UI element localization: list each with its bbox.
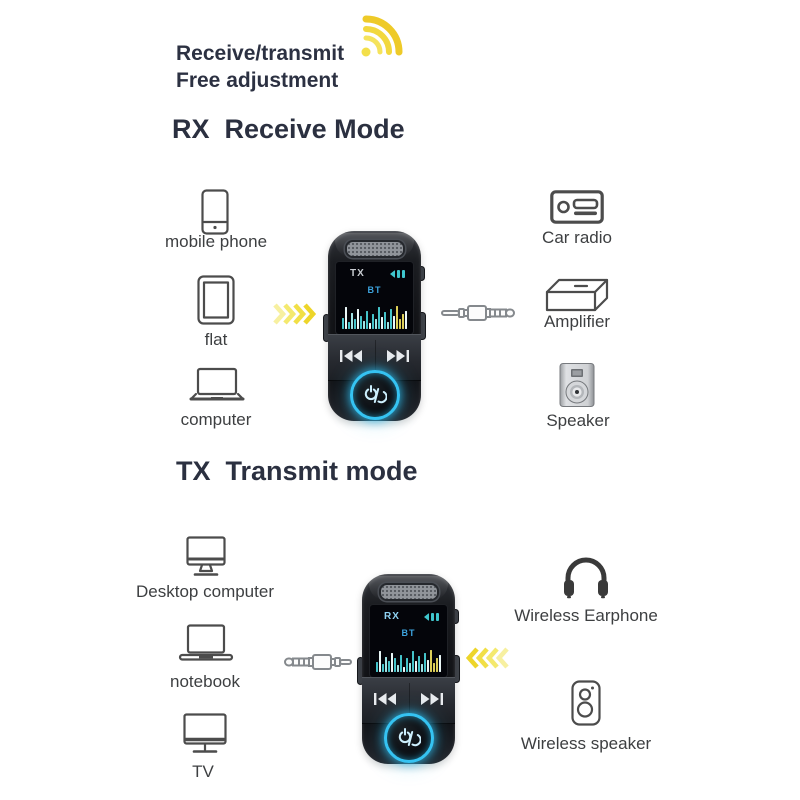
notebook-icon <box>177 624 235 669</box>
speaker-grille <box>344 240 405 258</box>
source-label: computer <box>180 410 252 429</box>
battery-icon <box>390 270 405 278</box>
bt-adapter-device-rx: TX BT <box>328 231 421 421</box>
headphones-icon <box>562 555 610 604</box>
laptop-icon <box>188 367 246 408</box>
audio-waveform <box>375 646 442 672</box>
bt-indicator: BT <box>367 285 382 295</box>
aux-jack-icon <box>441 300 517 331</box>
source-label: notebook <box>170 672 240 691</box>
desktop-computer-icon <box>186 536 226 583</box>
wireless-signal-icon <box>354 6 410 67</box>
source-label: flat <box>204 330 228 349</box>
previous-track-icon[interactable] <box>374 692 397 710</box>
side-button <box>358 658 363 684</box>
previous-track-icon[interactable] <box>340 349 363 367</box>
amplifier-icon <box>545 277 609 318</box>
power-button[interactable] <box>349 370 400 420</box>
speaker-icon <box>559 361 595 414</box>
device-screen: TX BT <box>336 262 413 334</box>
title-line-2: Free adjustment <box>176 69 339 92</box>
device-screen: RX BT <box>370 605 447 677</box>
bt-indicator: BT <box>401 628 416 638</box>
side-button <box>324 315 329 341</box>
battery-icon <box>424 613 439 621</box>
source-label: TV <box>192 762 214 781</box>
tablet-icon <box>197 275 235 330</box>
smartphone-icon <box>201 189 229 240</box>
tv-icon <box>183 713 227 760</box>
tx-heading: TX Transmit mode <box>176 456 418 486</box>
side-button <box>453 610 458 623</box>
source-label: mobile phone <box>164 232 268 251</box>
target-label: Wireless speaker <box>520 734 652 753</box>
wireless-speaker-icon <box>571 680 601 731</box>
car-radio-icon <box>550 190 604 229</box>
side-button <box>419 267 424 280</box>
bt-adapter-device-tx: RX BT <box>362 574 455 764</box>
mode-indicator: TX <box>350 268 365 279</box>
audio-waveform <box>341 303 408 329</box>
next-track-icon[interactable] <box>386 349 409 367</box>
chevrons-left-icon <box>465 646 510 675</box>
source-label: Desktop computer <box>136 582 274 601</box>
target-label: Amplifier <box>543 312 611 331</box>
mode-indicator: RX <box>384 611 400 622</box>
side-button <box>419 313 425 339</box>
chevrons-right-icon <box>272 302 317 331</box>
next-track-icon[interactable] <box>420 692 443 710</box>
rx-heading: RX Receive Mode <box>172 114 405 144</box>
power-button[interactable] <box>383 713 434 763</box>
target-label: Car radio <box>542 228 612 247</box>
side-button <box>453 656 459 682</box>
target-label: Speaker <box>546 411 610 430</box>
aux-jack-icon <box>282 649 352 680</box>
target-label: Wireless Earphone <box>514 606 658 625</box>
page-title: Receive/transmit Free adjustment <box>176 40 344 94</box>
title-line-1: Receive/transmit <box>176 42 345 65</box>
speaker-grille <box>378 583 439 601</box>
